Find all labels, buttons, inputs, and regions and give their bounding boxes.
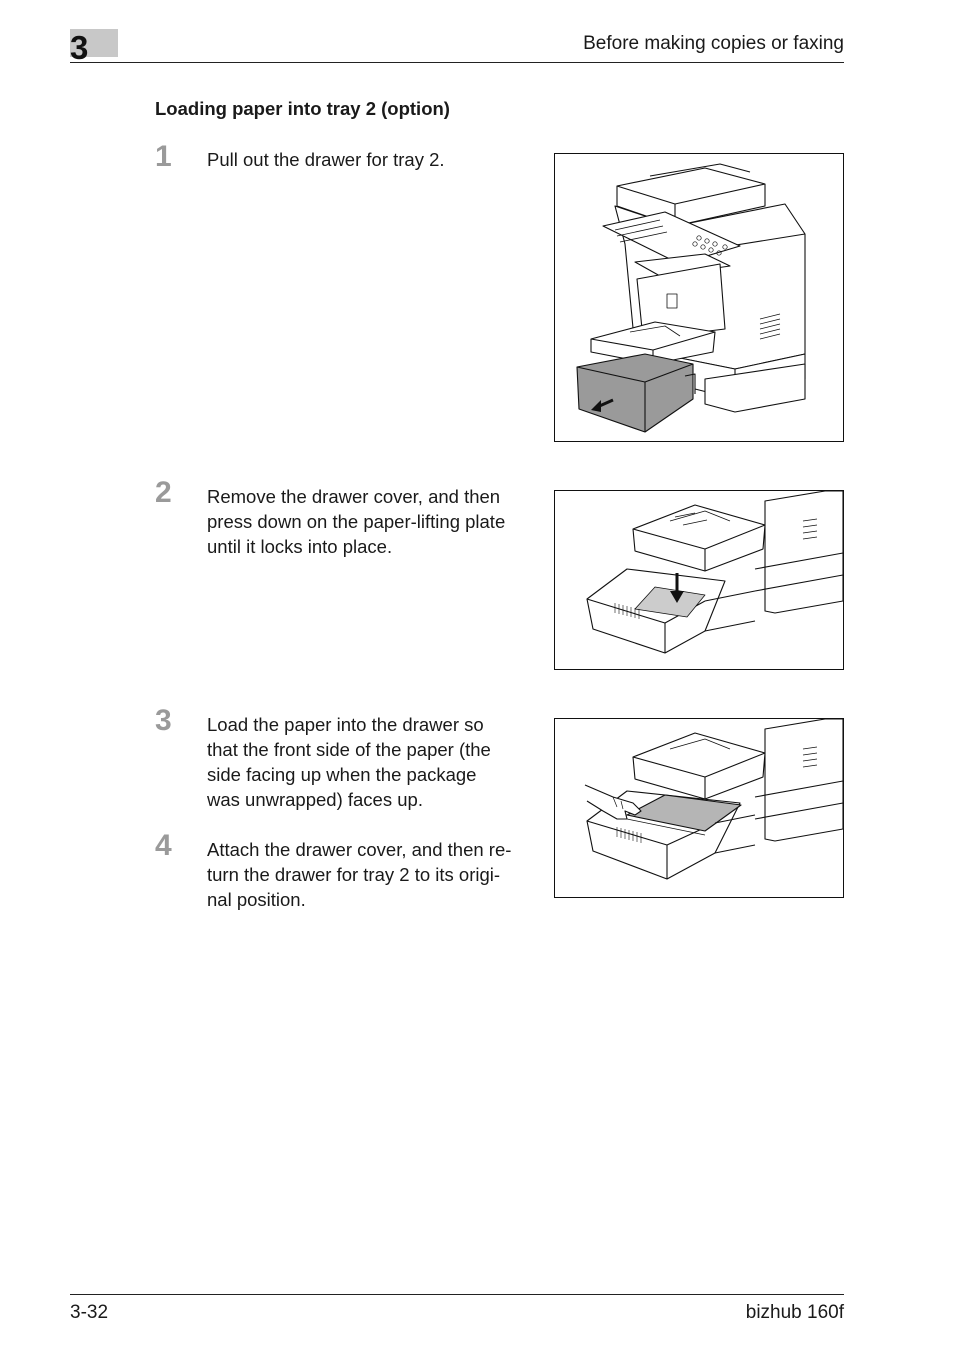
- panel-keys-icon: [692, 235, 728, 256]
- press-lifting-plate-illustration: [554, 490, 844, 670]
- step-3-line: Load the paper into the drawer so: [207, 714, 484, 735]
- load-paper-illustration: [554, 718, 844, 898]
- step-1-text: Pull out the drawer for tray 2.: [207, 147, 547, 172]
- tray-2-drawer: [576, 353, 694, 433]
- step-3-text: Load the paper into the drawer so that t…: [207, 712, 547, 812]
- step-1-line: Pull out the drawer for tray 2.: [207, 149, 445, 170]
- step-3-number: 3: [155, 704, 172, 737]
- pull-out-drawer-illustration: [554, 153, 844, 442]
- pull-arrow-icon: [591, 398, 614, 412]
- step-2-line: Remove the drawer cover, and then: [207, 486, 501, 507]
- step-2-number: 2: [155, 476, 172, 509]
- product-name: bizhub 160f: [745, 1302, 844, 1323]
- step-2-text: Remove the drawer cover, and then press …: [207, 484, 547, 559]
- running-header-title: Before making copies or faxing: [583, 33, 844, 54]
- page-number: 3-32: [70, 1302, 109, 1323]
- step-1-number: 1: [155, 140, 172, 173]
- step-2-line: press down on the paper-lifting plate: [207, 511, 506, 532]
- step-3-line: was unwrapped) faces up.: [207, 789, 423, 810]
- footer-divider: [70, 1294, 844, 1295]
- chapter-number: 3: [70, 29, 89, 66]
- chapter-marker: [70, 29, 118, 57]
- step-4-line: nal position.: [207, 889, 306, 910]
- hand-icon: [584, 784, 642, 820]
- step-4-number: 4: [155, 829, 172, 862]
- step-4-line: Attach the drawer cover, and then re-: [207, 839, 512, 860]
- step-3-line: that the front side of the paper (the: [207, 739, 491, 760]
- press-down-arrow-icon: [670, 573, 684, 603]
- section-title: Loading paper into tray 2 (option): [155, 98, 450, 119]
- step-4-text: Attach the drawer cover, and then re- tu…: [207, 837, 547, 912]
- paper-stack: [626, 794, 742, 832]
- step-3-line: side facing up when the package: [207, 764, 477, 785]
- header-divider: [70, 62, 844, 63]
- step-2-line: until it locks into place.: [207, 536, 393, 557]
- step-4-line: turn the drawer for tray 2 to its origi-: [207, 864, 501, 885]
